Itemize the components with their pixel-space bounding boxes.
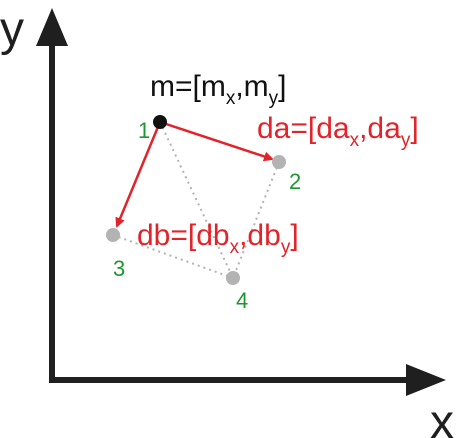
vector-da-arrow: [159, 120, 274, 162]
vertex-point-3: [106, 228, 120, 242]
vertex-label-1: 1: [138, 118, 150, 143]
vertex-point-4: [226, 271, 240, 285]
dotted-edges: [112, 121, 280, 279]
points: [106, 115, 286, 285]
x-axis-arrowhead: [406, 364, 446, 396]
vertex-label-3: 3: [113, 256, 125, 281]
edge-1-4: [159, 121, 234, 279]
x-axis-label: x: [430, 396, 454, 438]
vectors: [115, 120, 274, 228]
vector-db-arrow: [115, 121, 162, 228]
vector-db-label: db=[dbx,dby]: [137, 219, 299, 258]
vertex-label-4: 4: [236, 288, 248, 313]
y-axis-label: y: [0, 3, 24, 56]
edge-2-4: [232, 161, 280, 279]
vertex-label-2: 2: [289, 169, 301, 194]
point-m-label: m=[mx,my]: [150, 70, 287, 109]
vertex-point-1-origin: [153, 115, 167, 129]
vector-da-label: da=[dax,day]: [257, 112, 419, 151]
vertex-point-2: [272, 155, 286, 169]
axes: y x: [0, 3, 454, 438]
y-axis-arrowhead: [36, 8, 68, 46]
